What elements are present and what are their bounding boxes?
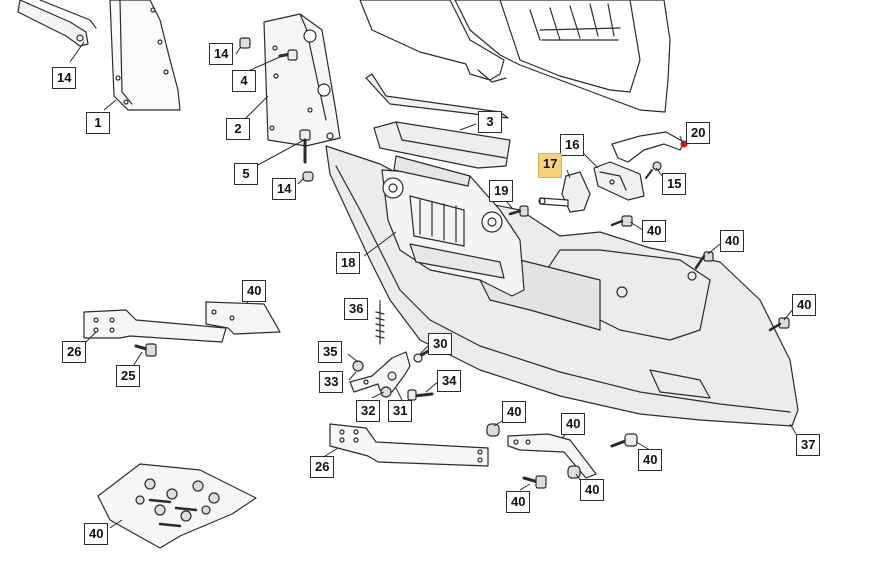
part-latch-17: [538, 171, 591, 213]
part-latch-16: [593, 161, 645, 201]
part-spring-20: [611, 131, 688, 163]
callout-30: 30: [428, 333, 453, 355]
callout-40: 40: [561, 413, 586, 435]
callout-40: 40: [580, 479, 605, 501]
callout-40: 40: [792, 294, 817, 316]
callout-34: 34: [437, 370, 462, 392]
callout-40: 40: [642, 220, 667, 242]
callout-32: 32: [356, 400, 381, 422]
callout-40: 40: [502, 401, 527, 423]
callout-26: 26: [62, 341, 87, 363]
part-link-31-33: [349, 348, 434, 401]
callout-20: 20: [686, 122, 711, 144]
callout-33: 33: [319, 371, 344, 393]
callout-31: 31: [388, 400, 413, 422]
callout-1: 1: [86, 112, 110, 134]
part-bracket-26-upper: [83, 301, 281, 343]
leader-lines: [69, 41, 797, 529]
callout-40: 40: [506, 491, 531, 513]
callout-4: 4: [232, 70, 256, 92]
callout-37: 37: [796, 434, 821, 456]
callout-14: 14: [272, 178, 297, 200]
part-bracket-top-left: [17, 0, 97, 47]
callout-5: 5: [234, 163, 258, 185]
part-screw-19: [508, 205, 529, 217]
part-vertical-bracket: [263, 13, 341, 147]
part-screw-40-a: [610, 215, 633, 227]
callout-40: 40: [720, 230, 745, 252]
callout-2: 2: [226, 118, 250, 140]
part-spring-36: [375, 303, 385, 345]
part-bracket-40-lower: [486, 423, 638, 489]
part-screw-40-c: [768, 317, 790, 332]
part-top-console: [359, 0, 671, 113]
callout-17-highlighted: 17: [538, 153, 563, 178]
part-side-panel: [109, 0, 181, 111]
callout-25: 25: [116, 365, 141, 387]
part-screw-5: [299, 129, 314, 182]
part-bolt-25: [134, 343, 157, 357]
callout-40: 40: [84, 523, 109, 545]
callout-35: 35: [318, 341, 343, 363]
callout-3: 3: [478, 111, 502, 133]
callout-36: 36: [344, 298, 369, 320]
part-screw-15: [645, 161, 662, 179]
callout-14: 14: [209, 43, 234, 65]
callout-15: 15: [662, 173, 687, 195]
part-hardware-bag: [97, 463, 257, 549]
part-bracket-26-lower: [329, 423, 489, 467]
callout-14: 14: [52, 67, 77, 89]
callout-40: 40: [638, 449, 663, 471]
part-screw-4: [239, 37, 298, 61]
callout-40: 40: [242, 280, 267, 302]
callout-16: 16: [560, 134, 585, 156]
callout-18: 18: [336, 252, 361, 274]
part-screw-40-b: [694, 251, 714, 270]
callout-26: 26: [310, 456, 335, 478]
callout-19: 19: [489, 180, 514, 202]
